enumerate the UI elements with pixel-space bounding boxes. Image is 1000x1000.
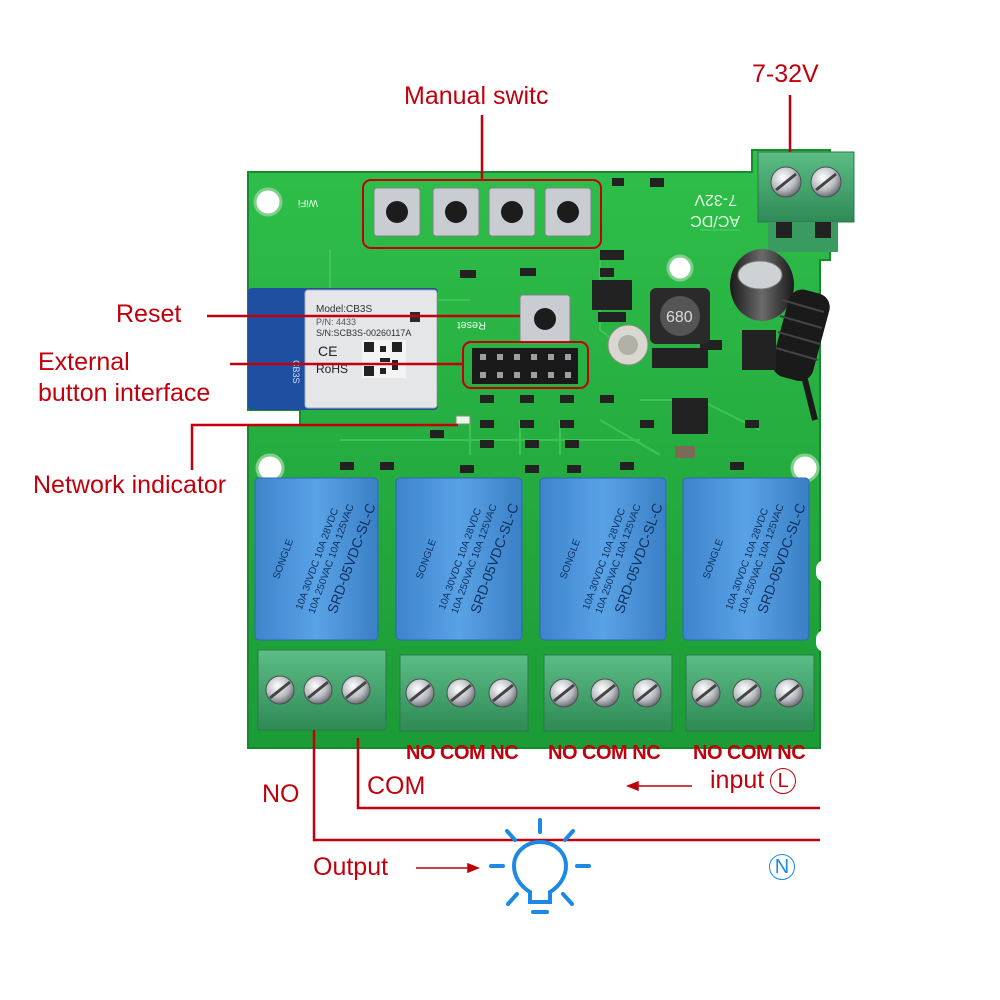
- relay-4: [682, 477, 810, 641]
- power-terminal-block: [757, 151, 855, 252]
- module-ce: CE: [318, 343, 337, 359]
- relay-3: [539, 477, 667, 641]
- relay-terminal-label-4: NO COM NC: [693, 742, 806, 764]
- module-rohs: RoHS: [316, 362, 348, 376]
- small-capacitor: [607, 324, 649, 366]
- edge-notch: [816, 560, 834, 582]
- com-label: COM: [367, 772, 426, 800]
- relay-2: [395, 477, 523, 641]
- inductor-value: 680: [666, 309, 693, 326]
- external-button-label-line1: External: [38, 348, 130, 376]
- neutral-symbol-wrap: N: [769, 854, 795, 881]
- module-model: Model:CB3S: [316, 304, 372, 315]
- relay-terminal-1: [257, 649, 387, 731]
- relay-terminal-4: [685, 654, 815, 732]
- live-symbol: L: [770, 768, 797, 795]
- ic-chip: [742, 330, 776, 370]
- external-button-header: [472, 348, 578, 384]
- manual-button-3[interactable]: [488, 187, 536, 237]
- smd-components: [340, 178, 759, 473]
- wifi-module: Model:CB3S P/N: 4433 S/N:SCB3S-00260117A…: [248, 288, 438, 410]
- wifi-silk: WiFi: [298, 197, 318, 208]
- manual-switch-buttons: [373, 187, 592, 237]
- relay-terminal-label-3: NO COM NC: [548, 742, 661, 764]
- voltage-regulator: [592, 280, 632, 322]
- electrolytic-capacitor: [730, 249, 794, 321]
- power-silk-1: 7-32V: [694, 191, 737, 208]
- mount-hole: [253, 187, 283, 217]
- reset-silk: Reset: [457, 319, 486, 331]
- relay-terminal-3: [543, 654, 673, 732]
- mount-hole: [666, 254, 694, 282]
- module-sn: S/N:SCB3S-00260117A: [316, 328, 411, 338]
- power-voltage-label: 7-32V: [752, 60, 819, 88]
- arrows: [416, 780, 692, 874]
- network-indicator-led: [455, 415, 471, 425]
- neutral-symbol: N: [769, 854, 795, 881]
- output-label: Output: [313, 853, 389, 881]
- input-text: input: [710, 766, 765, 794]
- manual-button-1[interactable]: [373, 187, 421, 237]
- reset-label: Reset: [116, 300, 182, 328]
- power-silk-2: AC/DC: [690, 212, 740, 229]
- inductor: 680: [650, 288, 710, 344]
- no-label: NO: [262, 780, 300, 808]
- network-indicator-label: Network indicator: [33, 471, 227, 499]
- diode: [652, 348, 708, 368]
- antenna-coil: [772, 289, 830, 421]
- leader-lines: [190, 95, 820, 842]
- ic-chip: [672, 398, 708, 434]
- module-pn: P/N: 4433: [316, 317, 356, 327]
- mount-hole: [790, 453, 820, 483]
- mount-hole: [255, 453, 285, 483]
- reset-button[interactable]: [519, 294, 571, 344]
- manual-button-2[interactable]: [432, 187, 480, 237]
- external-button-label-line2: button interface: [38, 379, 211, 407]
- relay-1: [254, 477, 379, 641]
- relay-terminal-2: [399, 654, 529, 732]
- manual-button-4[interactable]: [544, 187, 592, 237]
- qr-code-icon: [362, 340, 406, 378]
- edge-notch: [816, 630, 834, 652]
- relay-terminal-label-2: NO COM NC: [406, 742, 519, 764]
- manual-switch-label: Manual switc: [404, 82, 549, 110]
- light-bulb-icon: [489, 818, 591, 914]
- module-side-label: CB3S: [291, 360, 301, 384]
